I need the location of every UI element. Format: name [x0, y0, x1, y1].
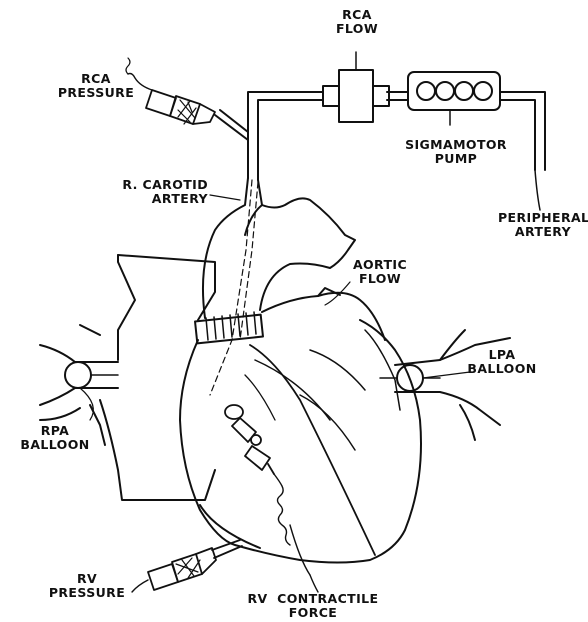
heart-outline: [100, 178, 421, 563]
rca-flow-probe: [323, 52, 389, 122]
rca-pressure-transducer: [126, 58, 215, 124]
rv-contractile-force-gauge: [225, 405, 318, 592]
sigmamotor-pump: [408, 72, 500, 125]
rv-pressure-transducer: [132, 540, 242, 592]
